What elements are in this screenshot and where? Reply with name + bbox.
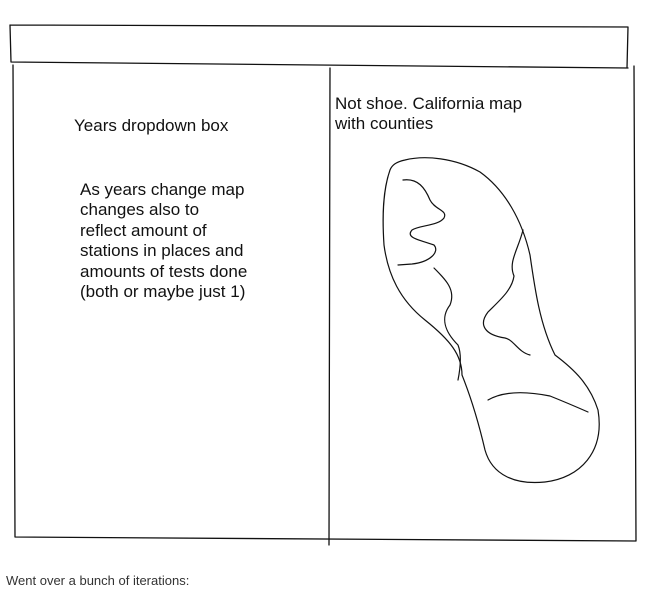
county-line-2 [433,267,461,381]
main-frame [12,64,637,542]
header-bar-box [9,24,629,69]
california-map-icon [382,157,600,484]
map-note: Not shoe. California map with counties [335,94,523,134]
panel-divider [328,67,331,546]
iterations-caption: Went over a bunch of iterations: [6,573,190,588]
county-line-1 [397,179,446,266]
california-outline [382,157,600,484]
county-line-3 [483,229,531,356]
county-line-4 [487,392,589,413]
years-dropdown-note: Years dropdown box [74,116,229,135]
years-change-description: As years change map changes also to refl… [80,180,248,301]
